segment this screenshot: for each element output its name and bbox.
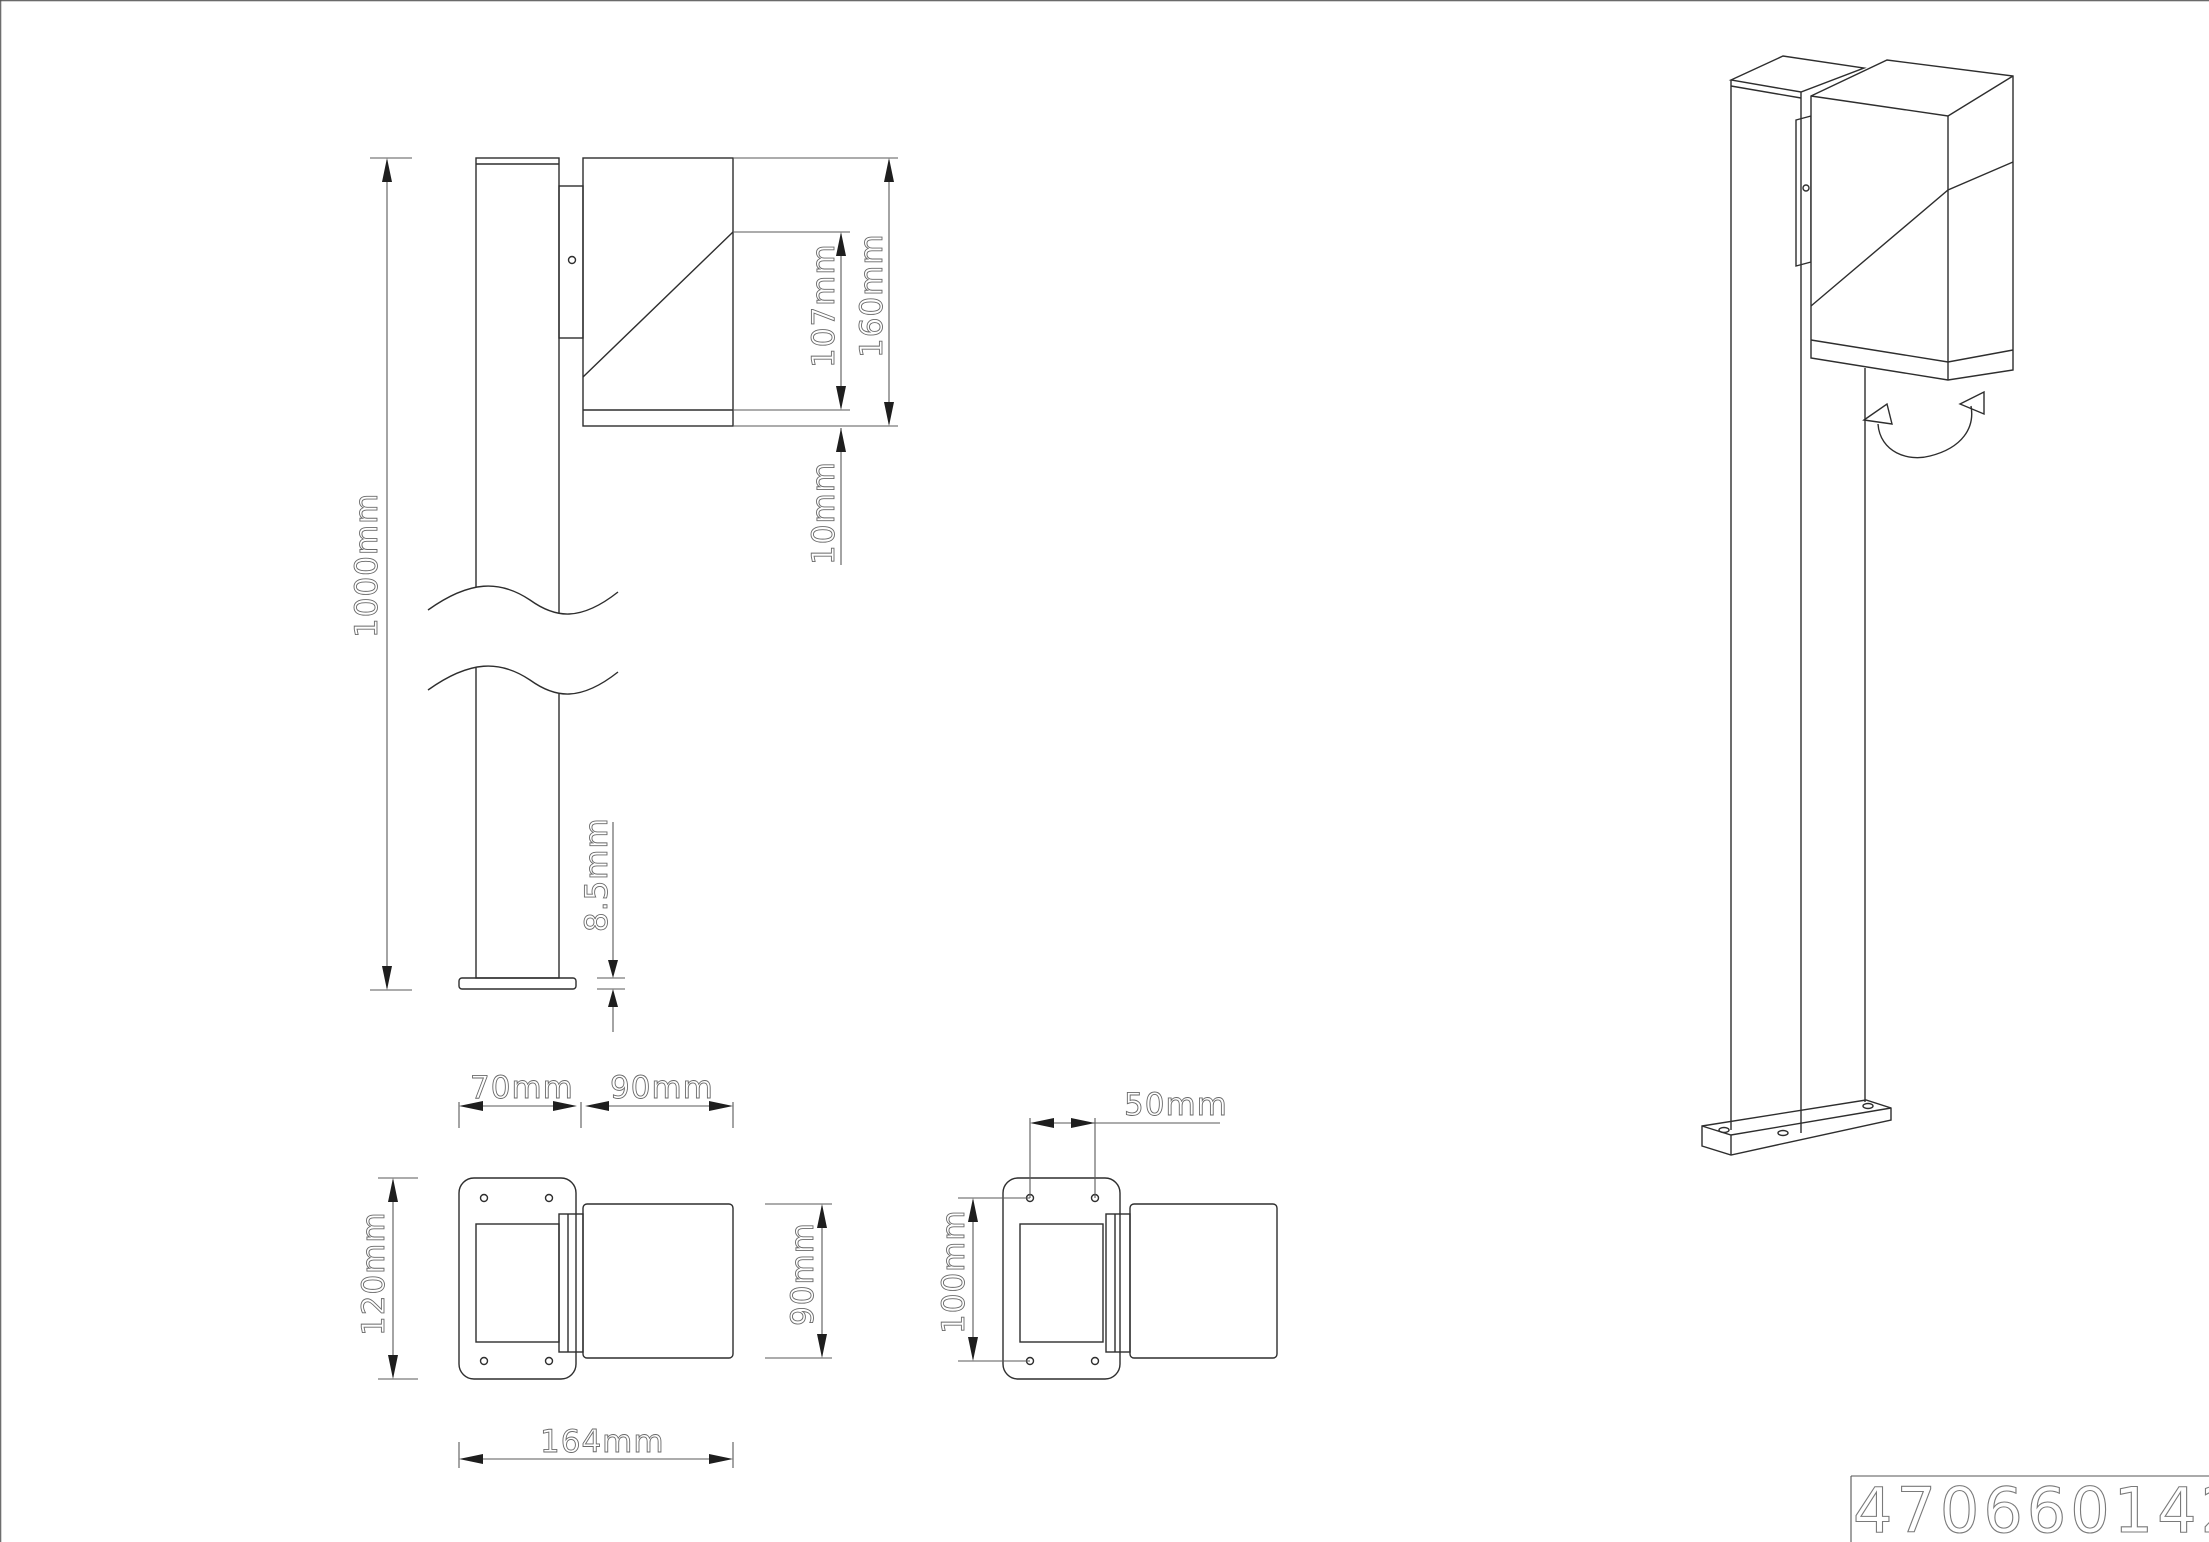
dim-arrow [968, 1198, 978, 1222]
bracket-screw [567, 255, 577, 265]
dim-label-total-length: 164mm [540, 1424, 665, 1460]
dim-arrow [709, 1101, 733, 1111]
rotation-arrowhead-right [1958, 390, 1985, 416]
dim-label-head-depth: 90mm [785, 1222, 821, 1326]
lamp-head [582, 157, 734, 427]
hole-spacing-view: 50mm 100mm [936, 1087, 1278, 1380]
break-mask [425, 586, 620, 695]
dim-label-hole-spacing-y: 100mm [936, 1209, 972, 1334]
break-line-upper [427, 585, 619, 615]
dim-arrow [608, 989, 618, 1007]
iso-post-cap [1728, 55, 1867, 93]
iso-mount-hole [1777, 1129, 1789, 1137]
dim-arrow [382, 158, 392, 182]
dim-label-head-width: 90mm [610, 1070, 714, 1106]
side-elevation-view: 1000mm 160mm 107mm 10mm 8.5mm [349, 157, 898, 1032]
base-plate-top-2 [1002, 1177, 1121, 1380]
iso-post-cap-edge [1730, 85, 1802, 99]
mount-bracket [558, 185, 584, 339]
product-code-box: 470660142 [1850, 1473, 2209, 1542]
iso-base-plate [1701, 1099, 1892, 1156]
dim-arrow [836, 232, 846, 256]
bracket-top [558, 1213, 584, 1353]
break-line-lower [427, 665, 619, 695]
top-view: 70mm 90mm 120mm 90mm 164mm [356, 1070, 832, 1468]
mount-hole [544, 1356, 554, 1366]
dim-arrow [382, 966, 392, 990]
iso-bracket [1795, 115, 1812, 267]
dim-arrow [388, 1178, 398, 1202]
mount-hole [479, 1356, 489, 1366]
dim-arrow [459, 1454, 483, 1464]
rotation-arrow-icon [1862, 390, 1985, 459]
dim-label-post-width: 70mm [470, 1070, 574, 1106]
lamp-head-top [582, 1203, 734, 1359]
dim-label-head-offset: 10mm [806, 461, 842, 565]
mount-hole [544, 1193, 554, 1203]
mount-hole [1090, 1356, 1100, 1366]
iso-mount-hole [1862, 1102, 1874, 1110]
dim-arrow [817, 1334, 827, 1358]
dim-arrow [585, 1101, 609, 1111]
post-body [475, 157, 560, 979]
iso-lamp-diagonal [1810, 161, 2014, 307]
dim-label-base-depth: 120mm [356, 1211, 392, 1336]
dim-arrow [968, 1337, 978, 1361]
dim-arrow [1030, 1118, 1054, 1128]
lamp-head-diagonal [582, 231, 734, 378]
base-plate [458, 977, 577, 990]
dim-label-base-thickness: 8.5mm [579, 817, 615, 932]
isometric-view [1701, 55, 2014, 1156]
iso-bracket-screw [1802, 184, 1810, 192]
dim-arrow [836, 386, 846, 410]
post-top-2 [1019, 1223, 1104, 1343]
dim-arrow [459, 1101, 483, 1111]
dim-label-head-lower: 107mm [806, 243, 842, 368]
dim-arrow [884, 402, 894, 426]
lamp-head-top-2 [1129, 1203, 1278, 1359]
dim-arrow [817, 1204, 827, 1228]
rotation-arc [1877, 405, 1973, 459]
dim-label-hole-spacing-x: 50mm [1124, 1087, 1228, 1123]
dim-arrow [553, 1101, 577, 1111]
dim-arrow [884, 158, 894, 182]
dim-arrow [1071, 1118, 1095, 1128]
base-plate-top [458, 1177, 577, 1380]
dim-label-head-height: 160mm [854, 233, 890, 358]
mount-hole [479, 1193, 489, 1203]
product-code: 470660142 [1853, 1474, 2209, 1542]
dim-arrow [608, 960, 618, 978]
bracket-top-2 [1105, 1213, 1131, 1353]
post-top [475, 1223, 560, 1343]
iso-mount-hole [1718, 1126, 1730, 1134]
dim-arrow [388, 1355, 398, 1379]
dim-arrow [836, 428, 846, 452]
iso-lamp-lens-line [1810, 339, 2014, 363]
dim-label-total-height: 1000mm [349, 493, 385, 638]
rotation-arrowhead-left [1862, 402, 1893, 425]
dim-arrow [709, 1454, 733, 1464]
